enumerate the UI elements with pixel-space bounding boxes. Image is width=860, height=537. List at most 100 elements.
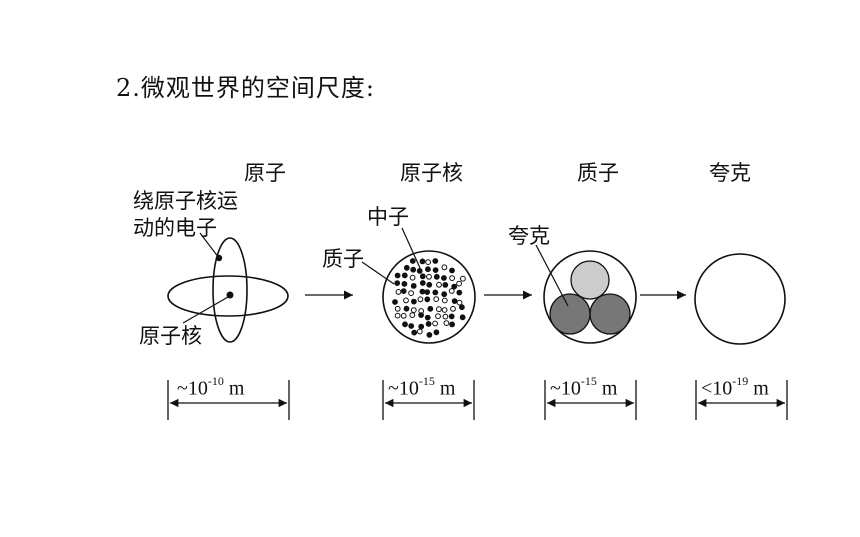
proton-dot bbox=[433, 273, 440, 280]
proton-dot bbox=[403, 305, 410, 312]
proton-dot bbox=[424, 296, 431, 303]
scale-bar-proton bbox=[544, 380, 637, 420]
stage-title-atom: 原子 bbox=[244, 161, 286, 185]
proton-dot bbox=[426, 332, 433, 338]
scale-label-quark: <10-19 m bbox=[701, 374, 769, 400]
quark-up bbox=[570, 260, 610, 300]
proton-dot bbox=[432, 258, 439, 264]
proton-dot bbox=[433, 329, 440, 336]
proton-dot bbox=[418, 323, 425, 330]
neutron-dot bbox=[410, 307, 417, 314]
neutron-dot bbox=[450, 305, 456, 312]
label-atom-nucleus: 原子核 bbox=[139, 324, 202, 348]
label-quark: 夸克 bbox=[508, 224, 550, 248]
neutron-dot bbox=[394, 312, 401, 319]
scale-label-nucleus: ~10-15 m bbox=[388, 374, 456, 400]
proton-dot bbox=[392, 299, 398, 305]
neutron-dot bbox=[425, 259, 432, 266]
scale-label-proton: ~10-15 m bbox=[550, 374, 618, 400]
neutron-dot bbox=[441, 297, 448, 304]
proton-dot bbox=[419, 288, 426, 295]
proton-dot bbox=[425, 321, 432, 327]
stage-title-quark: 夸克 bbox=[709, 161, 751, 185]
proton-dot bbox=[419, 258, 426, 265]
proton-dot bbox=[459, 304, 465, 311]
quark-left bbox=[549, 293, 591, 335]
neutron-dot bbox=[435, 313, 441, 320]
scale-bar-quark bbox=[695, 380, 788, 420]
neutron-dot bbox=[443, 320, 450, 327]
proton-dot bbox=[410, 266, 417, 273]
nucleus-boundary bbox=[382, 250, 476, 344]
proton-dot bbox=[419, 273, 426, 280]
proton-dot bbox=[411, 298, 417, 305]
proton-dot bbox=[432, 267, 439, 274]
proton-dot bbox=[401, 281, 408, 287]
nucleons bbox=[392, 258, 466, 338]
neutron-dot bbox=[436, 306, 442, 313]
nucleus-pointer bbox=[182, 296, 229, 324]
electron-orbit-horizontal bbox=[167, 275, 289, 317]
proton-dot bbox=[401, 272, 408, 279]
quark-right bbox=[589, 293, 631, 335]
neutron-dot bbox=[409, 312, 416, 319]
neutron-dot bbox=[441, 264, 448, 271]
proton-dot bbox=[459, 314, 466, 321]
proton-dot bbox=[394, 280, 401, 287]
quark-pointer bbox=[535, 244, 569, 307]
label-neutron: 中子 bbox=[367, 205, 409, 229]
atom-figure bbox=[167, 232, 289, 343]
proton-pointer bbox=[361, 261, 395, 285]
proton-dot bbox=[424, 289, 431, 296]
proton-dot bbox=[448, 313, 455, 320]
stage-title-nucleus: 原子核 bbox=[400, 161, 463, 185]
neutron-dot bbox=[403, 297, 409, 304]
neutron-dot bbox=[409, 274, 416, 281]
neutron-dot bbox=[417, 296, 424, 303]
neutron-dot bbox=[442, 313, 449, 320]
scale-bar-atom bbox=[167, 380, 290, 420]
neutron-dot bbox=[394, 305, 401, 312]
neutron-dot bbox=[460, 275, 466, 282]
proton-dot bbox=[402, 321, 408, 328]
label-electron-line1: 绕原子核运 bbox=[133, 189, 238, 213]
proton-dot bbox=[411, 329, 418, 336]
neutron-dot bbox=[416, 328, 423, 335]
neutron-dot bbox=[395, 289, 402, 295]
neutron-dot bbox=[436, 281, 442, 288]
proton-dot bbox=[451, 283, 458, 290]
proton-dot bbox=[403, 264, 410, 271]
proton-dot bbox=[427, 305, 434, 312]
proton-dot bbox=[441, 275, 447, 281]
neutron-dot bbox=[400, 312, 407, 319]
neutron-dot bbox=[449, 275, 456, 282]
heading: 2.微观世界的空间尺度: bbox=[116, 74, 375, 102]
proton-dot bbox=[408, 323, 415, 329]
neutron-dot bbox=[441, 307, 448, 313]
proton-dot bbox=[410, 283, 417, 289]
proton-dot bbox=[418, 312, 425, 319]
proton-boundary bbox=[543, 250, 637, 344]
proton-dot bbox=[394, 272, 401, 279]
neutron-dot bbox=[456, 280, 463, 287]
stage-title-proton: 质子 bbox=[577, 161, 619, 185]
label-proton: 质子 bbox=[322, 247, 364, 271]
proton-dot bbox=[442, 282, 449, 288]
neutron-dot bbox=[426, 273, 432, 280]
proton-dot bbox=[441, 291, 448, 298]
proton-dot bbox=[400, 288, 407, 295]
scale-bar-nucleus bbox=[382, 380, 475, 420]
atom-nucleus-dot bbox=[226, 291, 234, 299]
neutron-dot bbox=[456, 299, 463, 306]
proton-dot bbox=[416, 268, 423, 274]
proton-dot bbox=[449, 267, 455, 274]
proton-dot bbox=[456, 289, 463, 296]
electron-pointer bbox=[199, 232, 220, 259]
scale-label-atom: ~10-10 m bbox=[177, 374, 245, 400]
neutron-dot bbox=[433, 296, 440, 303]
nucleus-figure bbox=[361, 227, 476, 344]
neutron-dot bbox=[448, 288, 455, 294]
proton-dot bbox=[424, 314, 431, 321]
electron-orbit-vertical bbox=[212, 237, 248, 343]
